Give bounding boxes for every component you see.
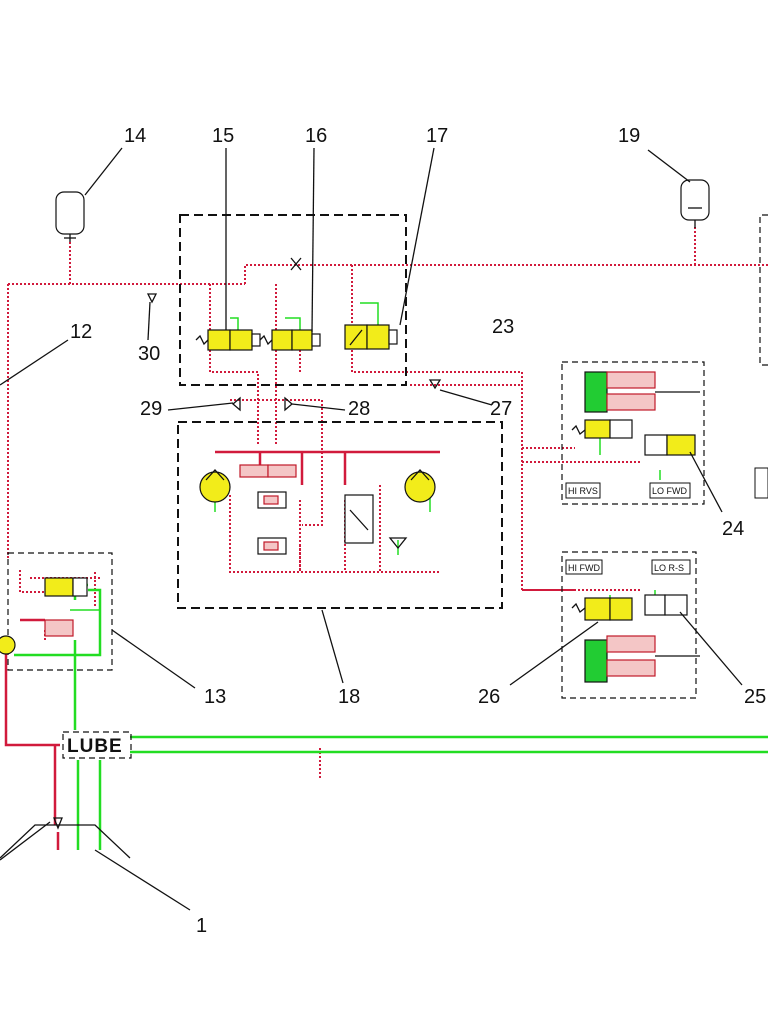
hi-rvs-tag: HI RVS [568, 486, 598, 496]
callout-18: 18 [338, 686, 360, 708]
callout-30: 30 [138, 343, 160, 365]
sump-1 [0, 817, 131, 859]
orifice-restrictor [290, 257, 302, 271]
callout-13: 13 [204, 686, 226, 708]
callout-29: 29 [140, 398, 162, 420]
solenoid-valve-group-enclosure [179, 214, 407, 386]
callout-23: 23 [492, 316, 514, 338]
check-valve-29 [232, 396, 241, 412]
solenoid-valve-24 [571, 419, 696, 456]
lo-fwd-tag-box [649, 482, 691, 499]
callout-24: 24 [722, 518, 744, 540]
solenoid-valve-17 [344, 324, 398, 350]
right-enclosure-edge [759, 214, 768, 366]
lo-rvs-tag-box [651, 559, 691, 575]
callout-16: 16 [305, 125, 327, 147]
callout-25: 25 [744, 686, 766, 708]
high-forward-cylinder [584, 635, 700, 683]
hi-fwd-tag: HI FWD [568, 563, 600, 573]
callout-1: 1 [196, 915, 207, 937]
lube-filter-enclosure [7, 552, 113, 671]
callout-19: 19 [618, 125, 640, 147]
lo-fwd-tag: LO FWD [652, 486, 687, 496]
lube-filter-13-internals [0, 577, 88, 655]
lo-rvs-tag: LO R-S [654, 563, 684, 573]
accumulator-19 [680, 179, 710, 228]
callout-27: 27 [490, 398, 512, 420]
check-valve-28 [284, 396, 293, 412]
hi-rvs-tag-box [565, 482, 601, 499]
callout-14: 14 [124, 125, 146, 147]
high-reverse-clutch-enclosure [561, 361, 705, 505]
lube-label: LUBE [67, 736, 123, 757]
check-valve-27 [428, 379, 442, 390]
solenoid-valve-16 [259, 329, 321, 351]
pressure-lines [4, 450, 440, 850]
lube-label-box [62, 731, 132, 759]
control-valve-18-internals [199, 464, 436, 555]
callout-26: 26 [478, 686, 500, 708]
accumulator-14 [55, 191, 85, 242]
callout-17: 17 [426, 125, 448, 147]
callout-15: 15 [212, 125, 234, 147]
control-valve-enclosure [177, 421, 503, 609]
callout-28: 28 [348, 398, 370, 420]
callout-12: 12 [70, 321, 92, 343]
callout-leaders [0, 147, 743, 911]
hi-fwd-tag-box [565, 559, 603, 575]
check-valve-30 [146, 293, 158, 304]
right-edge-component [754, 467, 768, 499]
pilot-lines [7, 225, 768, 780]
solenoid-valve-15 [195, 329, 261, 351]
solenoid-valve-26 [571, 594, 688, 621]
high-reverse-cylinder [584, 371, 700, 413]
